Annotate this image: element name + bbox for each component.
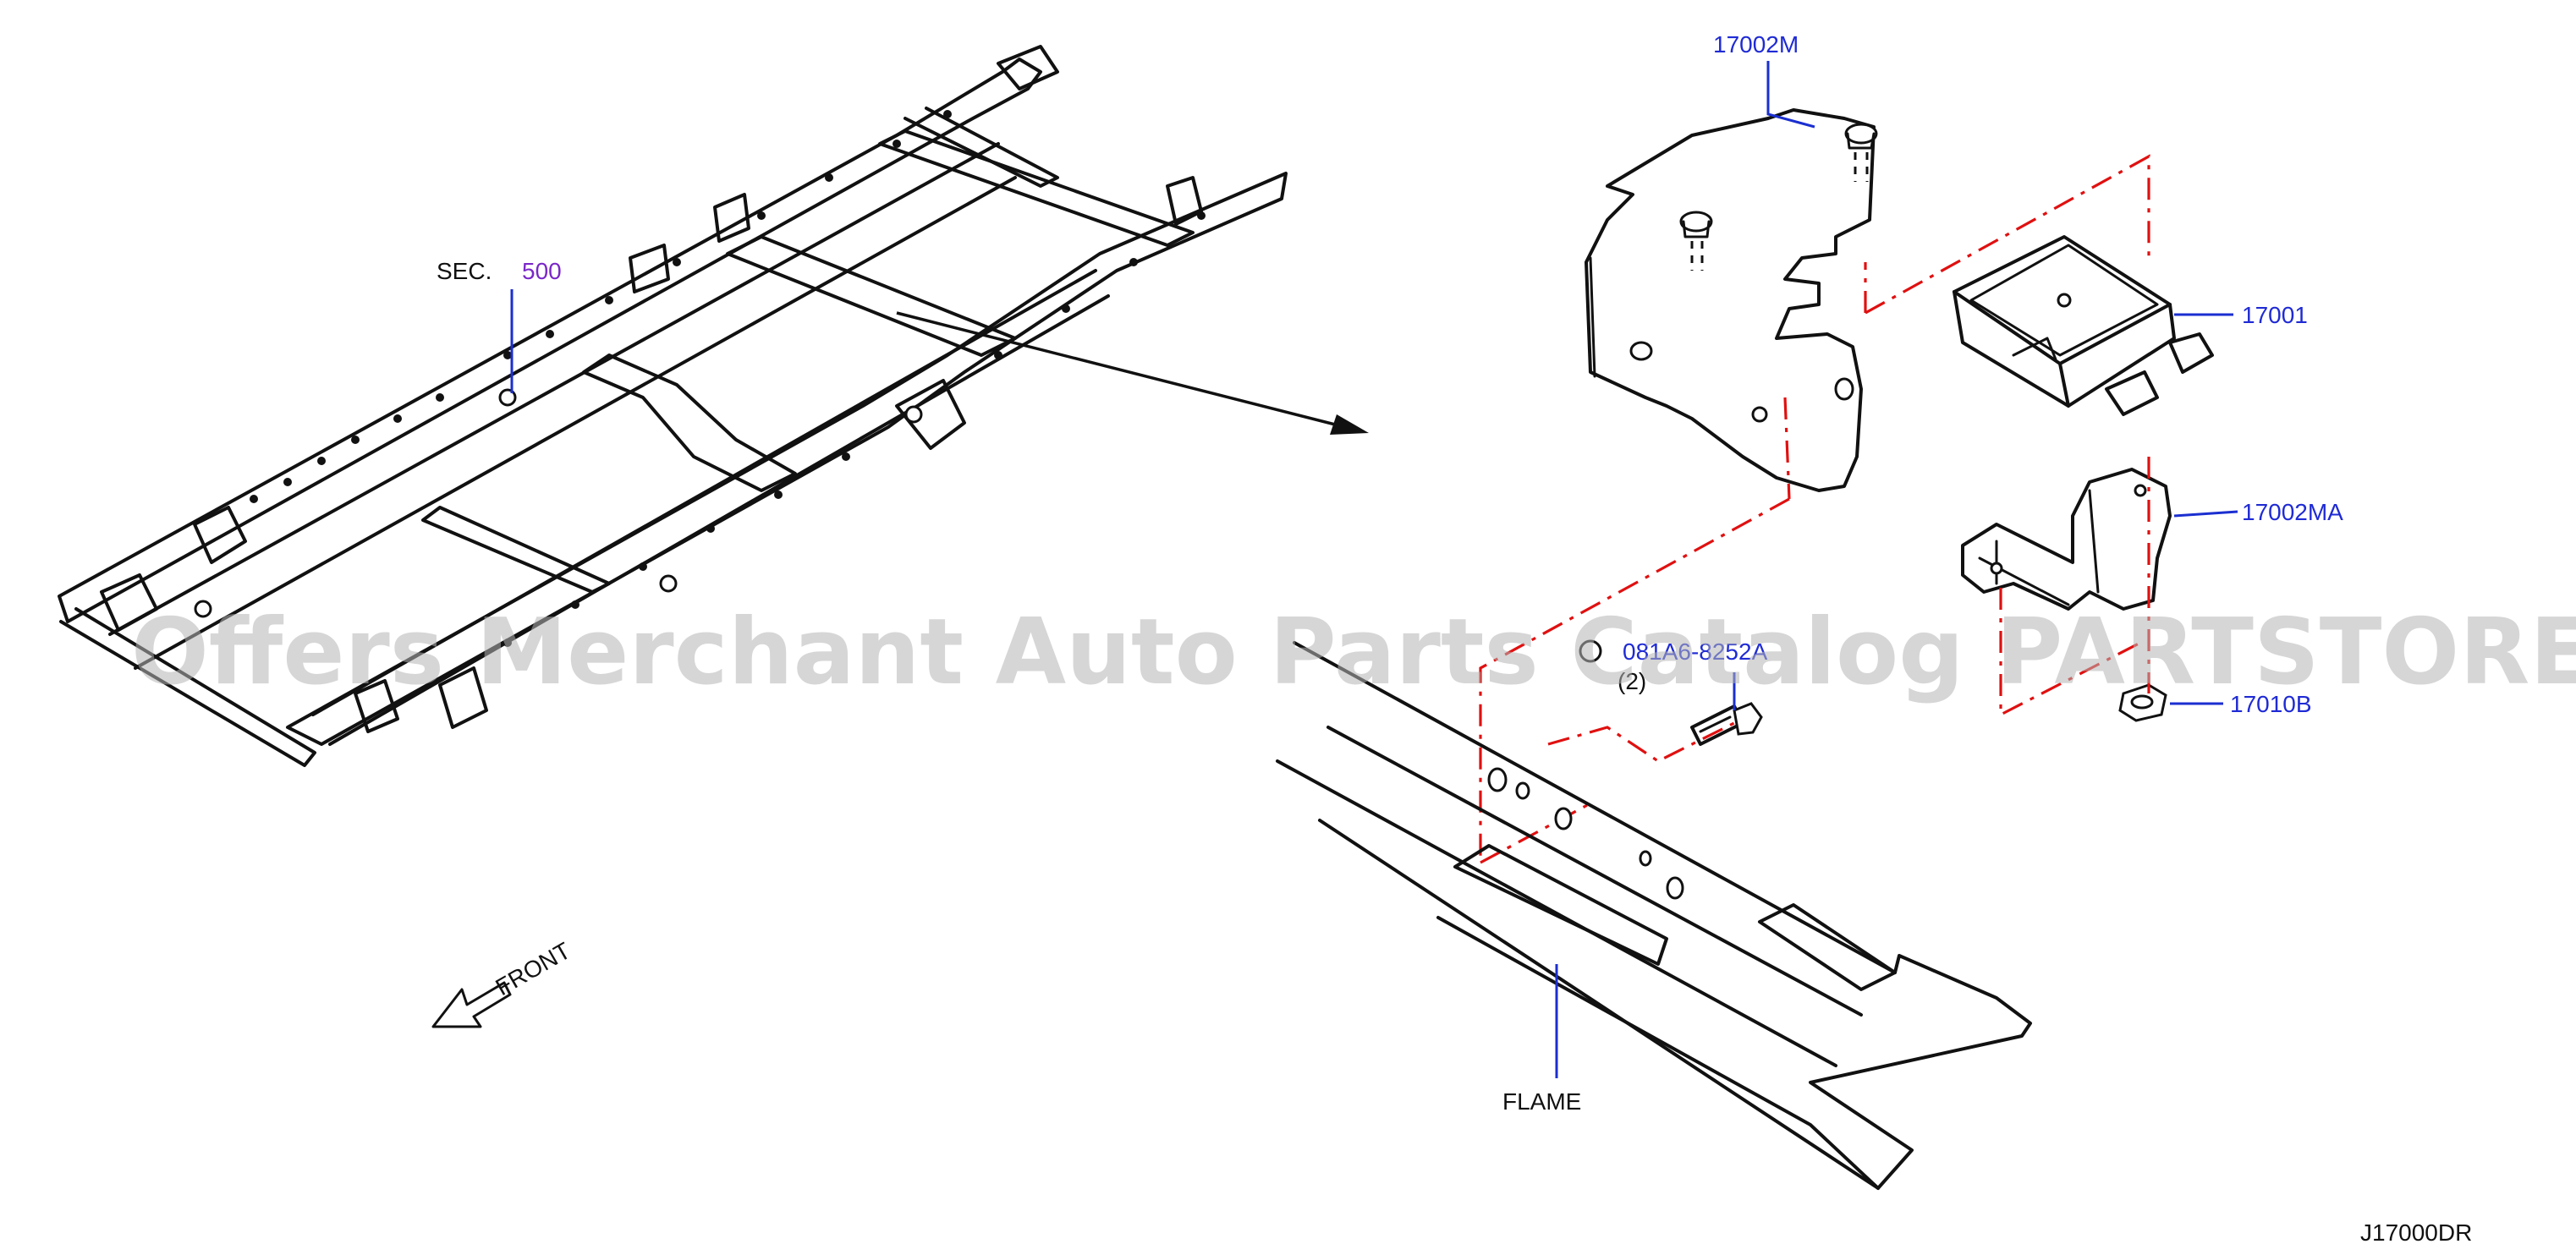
watermark-text: Offers Merchant Auto Parts Catalog PARTS… (131, 600, 2576, 705)
bolt-callout-marker (1579, 639, 1602, 663)
part-17010B-label[interactable]: 17010B (2230, 691, 2312, 717)
front-label: FRONT (492, 937, 575, 1000)
front-direction-arrow-icon (431, 981, 512, 1028)
frame-rail-section-illustration (1276, 641, 2032, 1190)
bolt-quantity: (2) (1618, 668, 1646, 694)
module-17001-illustration (1953, 235, 2214, 416)
frame-label: FLAME (1502, 1088, 1581, 1115)
section-500-link[interactable]: 500 (522, 258, 562, 284)
chassis-frame-illustration (58, 45, 1288, 767)
part-17002MA-leader (2173, 510, 2238, 518)
detail-pointer-arrow (896, 311, 1369, 435)
bolt-illustration (1690, 702, 1763, 746)
bracket-17002M-illustration (1585, 108, 1878, 492)
diagram-code: J17000DR (2360, 1219, 2472, 1246)
part-17002MA-label[interactable]: 17002MA (2242, 499, 2343, 525)
part-17002M-label[interactable]: 17002M (1713, 31, 1799, 58)
part-17002M-leader (1766, 61, 1815, 129)
part-17001-label[interactable]: 17001 (2242, 302, 2308, 328)
bolt-part-label[interactable]: 081A6-8252A (1623, 638, 1768, 665)
bracket-17002MA-illustration (1961, 468, 2172, 611)
phantom-assembly-lines (1479, 154, 2150, 864)
section-label: SEC. (437, 258, 492, 284)
